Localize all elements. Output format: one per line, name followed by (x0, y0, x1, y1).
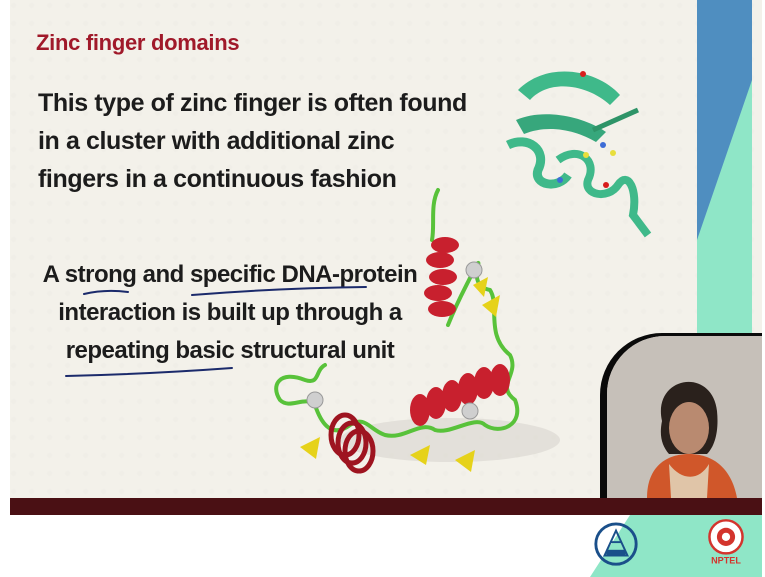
presenter-frame (607, 336, 762, 498)
iit-kharagpur-logo (592, 521, 640, 569)
nptel-logo: NPTEL (702, 517, 750, 565)
nptel-text: NPTEL (711, 555, 741, 565)
presenter-figure (607, 336, 762, 498)
slide-bottom-bar (10, 498, 762, 515)
presenter-video (600, 333, 762, 498)
zinc-finger-cluster-structure (260, 185, 560, 485)
footer: NPTEL (10, 515, 762, 577)
footer-mint-strip (10, 515, 762, 577)
